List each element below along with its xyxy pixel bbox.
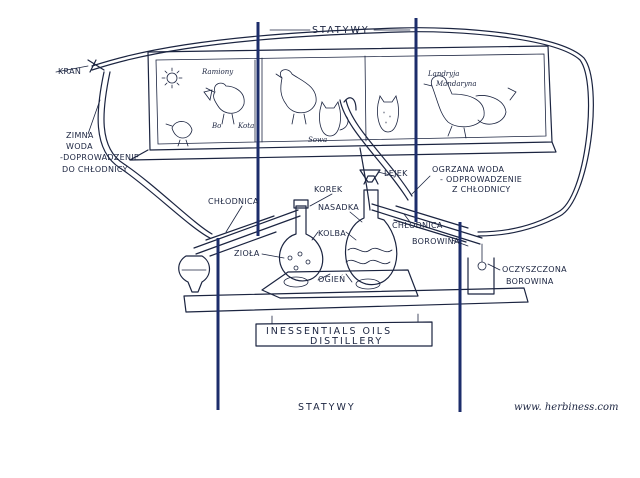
label-oczyszczona-1: OCZYSZCZONA xyxy=(502,265,567,274)
label-zimna-2: WODA xyxy=(66,142,93,151)
poster-text-kota: Kota xyxy=(237,122,254,130)
leader-lines xyxy=(55,65,501,283)
cat-drawing-1 xyxy=(319,101,349,137)
label-zimna-1: ZIMNA xyxy=(66,131,94,140)
sun-icon xyxy=(161,67,183,89)
sign-text-1: INESSENTIALS OILS xyxy=(266,326,392,337)
condenser-left xyxy=(193,209,301,257)
poster-text-bo: Bo xyxy=(211,122,221,130)
label-nasadka: NASADKA xyxy=(318,203,359,212)
rooster-drawing-1 xyxy=(203,82,245,125)
heater xyxy=(261,269,419,299)
poster-text-mandaryna: Mandaryna xyxy=(435,80,477,88)
small-bird-drawing xyxy=(165,121,193,147)
label-chlodnica-left: CHŁODNICA xyxy=(208,197,259,206)
hen-drawing xyxy=(275,69,317,125)
label-zimna-3: -DOPROWADZENIE xyxy=(60,153,139,162)
label-ziola: ZIOŁA xyxy=(234,249,260,258)
condenser-right xyxy=(371,203,483,245)
duck-drawing-1 xyxy=(423,75,485,139)
label-statywy-top: STATYWY xyxy=(312,25,370,36)
label-kolba: KOLBA xyxy=(318,229,346,238)
label-borowina: BOROWINA xyxy=(412,237,460,246)
label-ogrzana-2: - ODPROWADZENIE xyxy=(440,175,522,184)
label-korek: KOREK xyxy=(314,185,343,194)
distillery-sign xyxy=(255,313,433,347)
label-ogrzana-1: OGRZANA WODA xyxy=(432,165,505,174)
duck-drawing-2 xyxy=(475,87,517,125)
funnel xyxy=(359,169,381,183)
receiving-beaker xyxy=(467,243,495,295)
label-oczyszczona-2: BOROWINA xyxy=(506,277,554,286)
label-lejek: LEJEK xyxy=(384,169,408,178)
label-statywy-bottom: STATYWY xyxy=(298,402,356,413)
website-text: www. herbiness.com xyxy=(514,402,619,413)
flask-right xyxy=(345,175,398,286)
label-chlodnica-right: CHŁODNICA xyxy=(392,221,443,230)
flask-left xyxy=(278,199,324,282)
poster-text-ramiony: Ramiony xyxy=(201,68,234,76)
wall-poster-frame xyxy=(129,45,557,161)
separatory-funnel xyxy=(178,255,211,293)
poster-drawings: Ramiony Kota Bo Sowa Landryja Mandaryna xyxy=(161,67,517,147)
label-kran: KRAN xyxy=(58,67,81,76)
label-ogien: OGIEŃ xyxy=(318,273,345,284)
water-hoses xyxy=(87,27,594,239)
poster-text-sowa: Sowa xyxy=(308,136,327,144)
label-ogrzana-3: Z CHŁODNICY xyxy=(452,185,511,194)
sign-text-2: DISTILLERY xyxy=(310,336,383,347)
label-zimna-4: DO CHŁODNICY xyxy=(62,165,128,174)
table xyxy=(183,287,529,313)
stand-posts xyxy=(216,18,462,412)
poster-text-landyja: Landryja xyxy=(427,70,459,78)
cat-drawing-2 xyxy=(377,95,399,133)
